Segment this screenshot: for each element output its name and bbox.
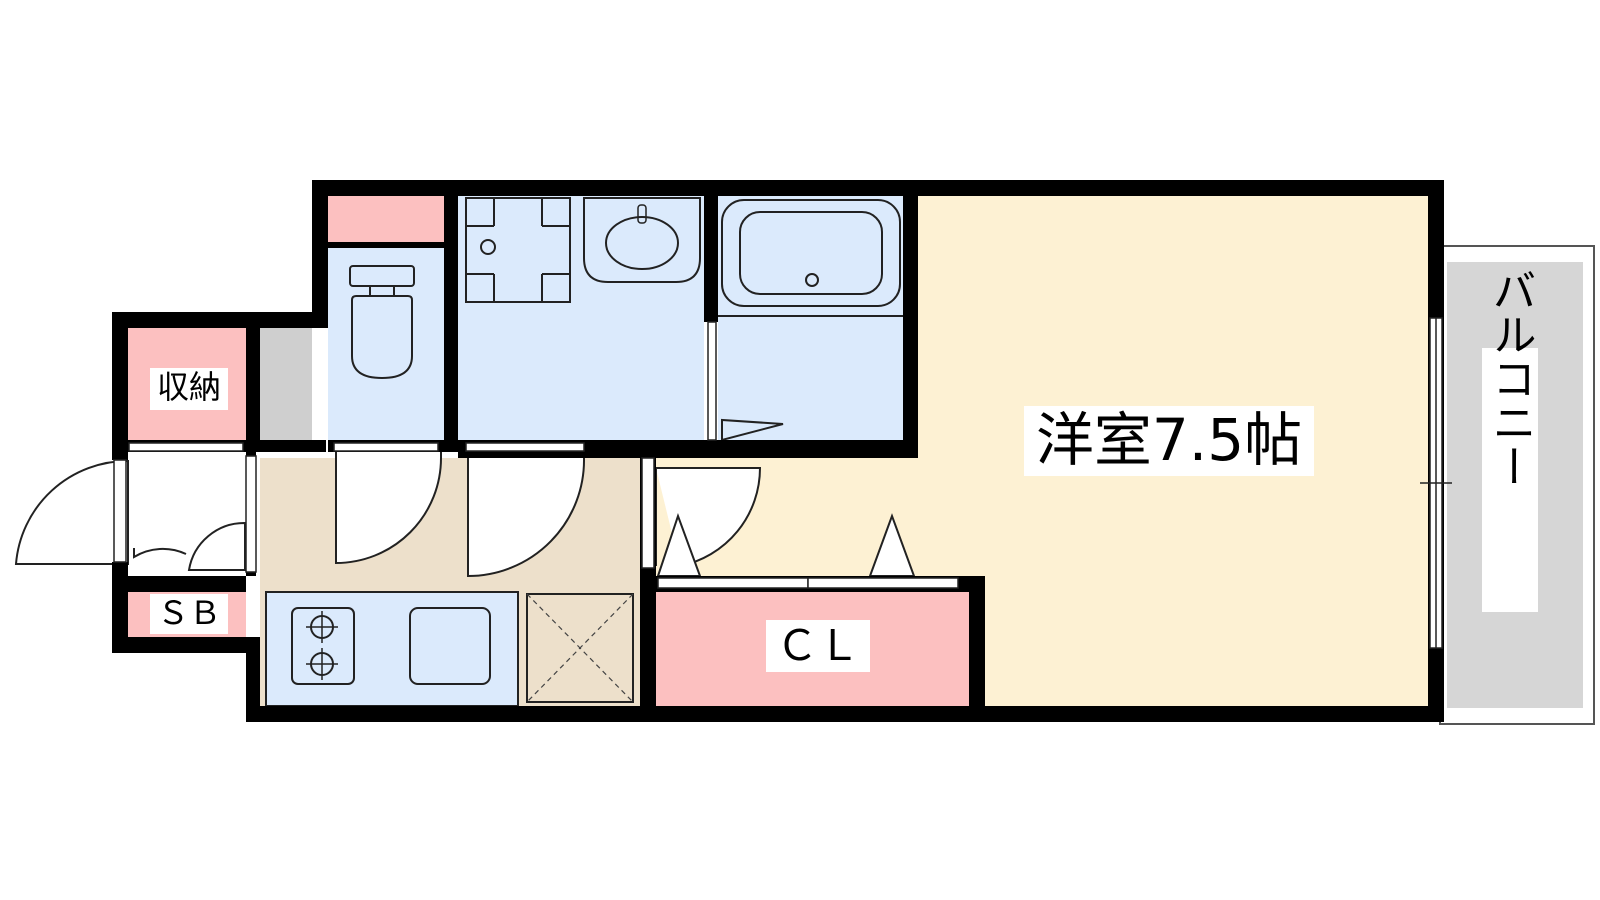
room-labels: 洋室7.5帖 収納 ＳＢ ＣＬ バルコニー	[150, 268, 1538, 672]
washroom-door	[467, 449, 586, 578]
fridge-space	[526, 593, 634, 703]
shoe-box-label: ＳＢ	[157, 594, 221, 632]
washbasin-icon	[583, 197, 701, 283]
toilet-storage-shelf	[328, 196, 444, 242]
balcony	[1439, 245, 1595, 725]
balcony-label: バルコニー	[1485, 268, 1536, 488]
washing-machine-space	[465, 197, 571, 303]
front-door	[14, 459, 129, 565]
toilet-door	[335, 449, 442, 565]
bathroom-floor	[718, 196, 903, 442]
toilet-icon	[349, 265, 415, 380]
bathtub-icon	[718, 199, 903, 442]
western-room-label: 洋室7.5帖	[1036, 406, 1302, 474]
doors	[14, 449, 916, 578]
washroom-floor	[458, 196, 704, 442]
openings	[113, 317, 1452, 649]
pipe-shaft	[260, 328, 312, 440]
sink-icon	[409, 607, 491, 685]
kitchen-counter	[265, 591, 519, 707]
storage-label: 収納	[157, 368, 221, 406]
closet-label: ＣＬ	[776, 621, 860, 670]
stove-icon	[291, 607, 355, 685]
